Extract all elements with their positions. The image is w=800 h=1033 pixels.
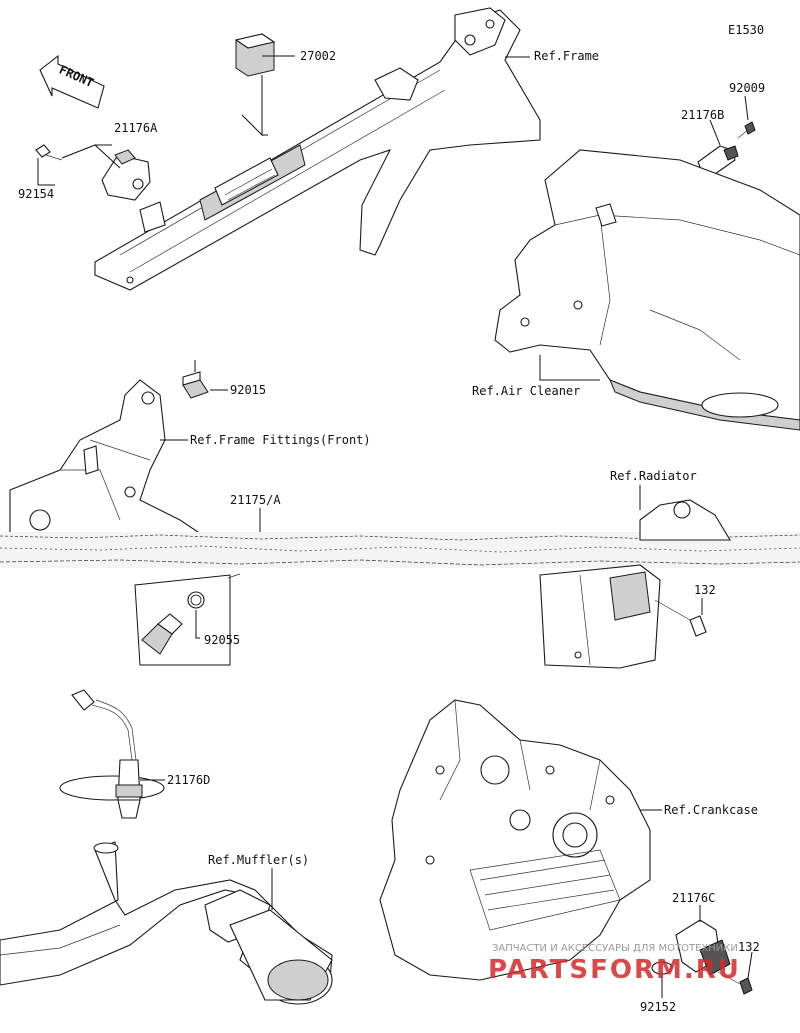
ref-frame-label: Ref.Frame bbox=[534, 49, 599, 63]
label-132b: 132 bbox=[738, 940, 760, 954]
front-arrow-icon: FRONT bbox=[39, 54, 105, 109]
frame-drawing bbox=[94, 7, 541, 291]
label-92015: 92015 bbox=[230, 383, 266, 397]
label-132a: 132 bbox=[694, 583, 716, 597]
ref-frame-fittings-label: Ref.Frame Fittings(Front) bbox=[190, 433, 371, 447]
watermark-brand: PARTSFORM.RU bbox=[488, 955, 741, 985]
part-21176D: 21176D bbox=[59, 689, 210, 819]
ref-mufflers-label: Ref.Muffler(s) bbox=[208, 853, 309, 867]
label-21176A: 21176A bbox=[114, 121, 158, 135]
part-21176B: 92009 21176B bbox=[681, 81, 765, 175]
watermark: ЗАПЧАСТИ И АКСЕССУАРЫ ДЛЯ МОТОТЕХНИКИ PA… bbox=[488, 943, 741, 985]
diagram-code: E1530 bbox=[728, 23, 764, 37]
part-21176C: 21176C 132 92152 bbox=[640, 891, 760, 1014]
part-92015: 92015 bbox=[182, 360, 266, 399]
label-27002: 27002 bbox=[300, 49, 336, 63]
part-92055: 92055 bbox=[134, 573, 240, 666]
muffler-drawing bbox=[0, 841, 333, 1005]
label-21176C: 21176C bbox=[672, 891, 715, 905]
label-21176B: 21176B bbox=[681, 108, 724, 122]
label-92152: 92152 bbox=[640, 1000, 676, 1014]
label-21175A: 21175/A bbox=[230, 493, 281, 507]
watermark-tagline: ЗАПЧАСТИ И АКСЕССУАРЫ ДЛЯ МОТОТЕХНИКИ bbox=[492, 943, 738, 954]
frame-fittings-drawing bbox=[9, 379, 212, 546]
part-21176A: 21176A 92154 bbox=[18, 121, 158, 201]
label-92055: 92055 bbox=[204, 633, 240, 647]
radiator-drawing bbox=[539, 499, 731, 669]
ref-radiator-label: Ref.Radiator bbox=[610, 469, 697, 483]
label-92154: 92154 bbox=[18, 187, 54, 201]
label-21176D: 21176D bbox=[167, 773, 210, 787]
part-27002: 27002 bbox=[234, 33, 336, 137]
ref-crankcase-label: Ref.Crankcase bbox=[664, 803, 758, 817]
label-92009: 92009 bbox=[729, 81, 765, 95]
ref-air-cleaner-label: Ref.Air Cleaner bbox=[472, 384, 580, 398]
air-cleaner-drawing bbox=[494, 149, 800, 431]
crankcase-drawing bbox=[379, 699, 651, 981]
